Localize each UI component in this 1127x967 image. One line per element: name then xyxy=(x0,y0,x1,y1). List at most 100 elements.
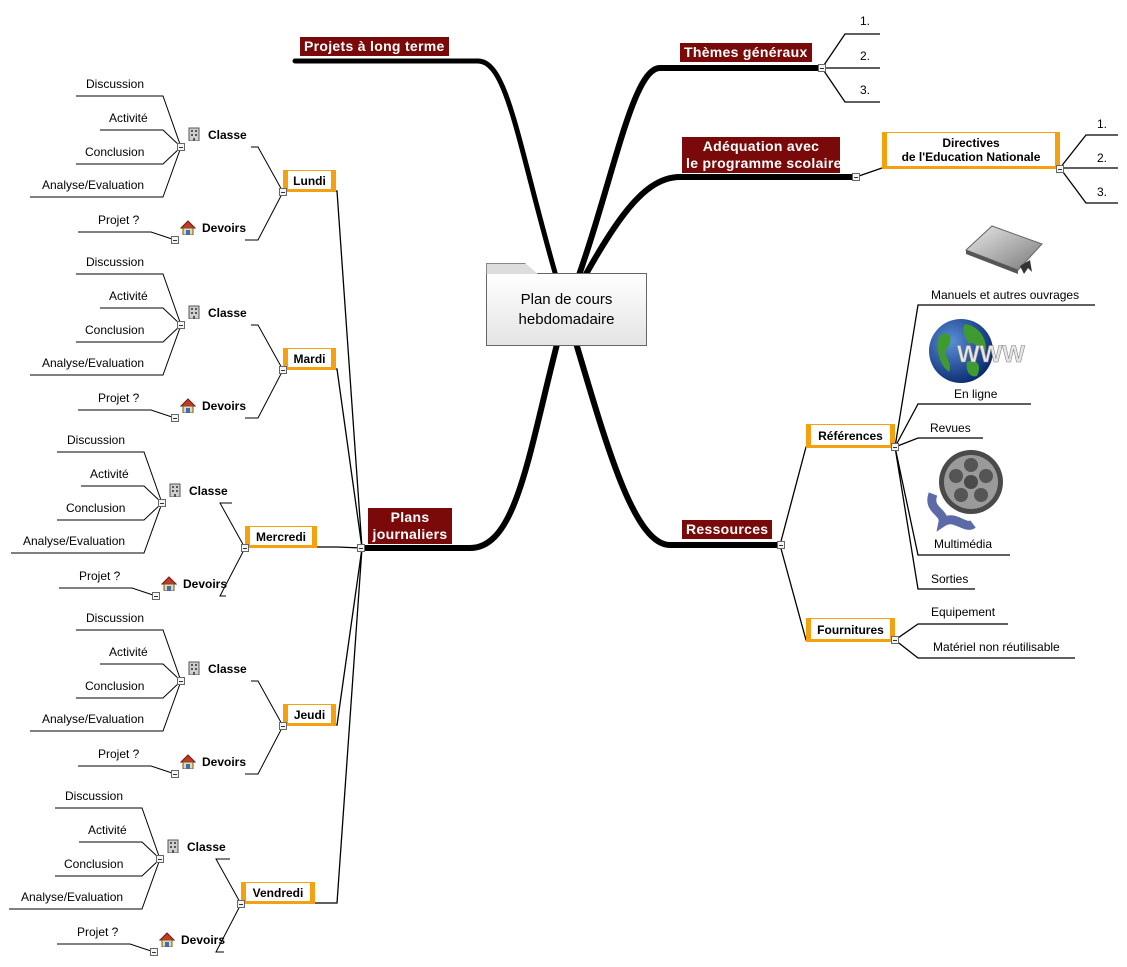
house-icon xyxy=(161,576,177,591)
house-icon xyxy=(180,754,196,769)
collapse-plans-button[interactable] xyxy=(357,544,365,552)
collapse-ressources-button[interactable] xyxy=(777,541,785,549)
classe-label-lundi[interactable]: Classe xyxy=(208,128,247,142)
classe-label-mardi[interactable]: Classe xyxy=(208,306,247,320)
classe-item-lundi-2[interactable]: Activité xyxy=(109,111,148,125)
devoirs-label-lundi[interactable]: Devoirs xyxy=(202,221,247,235)
classe-item-jeudi-4[interactable]: Analyse/Evaluation xyxy=(42,712,145,726)
classe-item-jeudi-1[interactable]: Discussion xyxy=(86,611,145,625)
directive-item-3[interactable]: 3. xyxy=(1097,185,1108,199)
ref-en-ligne[interactable]: En ligne xyxy=(954,387,998,401)
collapse-classe-lundi-button[interactable] xyxy=(177,143,185,151)
classe-item-mardi-2[interactable]: Activité xyxy=(109,289,148,303)
ref-sorties[interactable]: Sorties xyxy=(931,572,969,586)
devoirs-label-mardi[interactable]: Devoirs xyxy=(202,399,247,413)
directive-item-1[interactable]: 1. xyxy=(1097,117,1108,131)
classe-item-vendredi-4[interactable]: Analyse/Evaluation xyxy=(21,890,124,904)
classe-item-lundi-1[interactable]: Discussion xyxy=(86,77,145,91)
collapse-classe-mardi-button[interactable] xyxy=(177,321,185,329)
building-icon xyxy=(166,839,180,853)
devoirs-label-jeudi[interactable]: Devoirs xyxy=(202,755,247,769)
classe-label-vendredi[interactable]: Classe xyxy=(187,840,226,854)
day-node-mercredi[interactable]: Mercredi xyxy=(245,526,317,548)
classe-item-mercredi-1[interactable]: Discussion xyxy=(67,433,126,447)
directives-node[interactable]: Directives de l'Education Nationale xyxy=(882,132,1060,169)
classe-item-mardi-3[interactable]: Conclusion xyxy=(85,323,145,337)
devoirs-label-mercredi[interactable]: Devoirs xyxy=(183,577,228,591)
collapse-devoirs-vendredi-button[interactable] xyxy=(150,948,158,956)
building-icon xyxy=(168,483,182,497)
classe-label-jeudi[interactable]: Classe xyxy=(208,662,247,676)
devoirs-item-vendredi[interactable]: Projet ? xyxy=(77,925,119,939)
ref-revues[interactable]: Revues xyxy=(930,421,971,435)
collapse-day-mardi-button[interactable] xyxy=(279,366,287,374)
house-icon xyxy=(180,220,196,235)
classe-item-jeudi-2[interactable]: Activité xyxy=(109,645,148,659)
collapse-devoirs-mercredi-button[interactable] xyxy=(152,592,160,600)
collapse-themes-button[interactable] xyxy=(818,64,826,72)
devoirs-label-vendredi[interactable]: Devoirs xyxy=(181,933,226,947)
devoirs-item-mercredi[interactable]: Projet ? xyxy=(79,569,121,583)
collapse-devoirs-mardi-button[interactable] xyxy=(171,414,179,422)
collapse-classe-vendredi-button[interactable] xyxy=(156,855,164,863)
collapse-directives-button[interactable] xyxy=(1056,165,1064,173)
branch-adequation[interactable]: Adéquation avec le programme scolaire xyxy=(682,137,842,173)
classe-item-lundi-4[interactable]: Analyse/Evaluation xyxy=(42,178,145,192)
collapse-fournitures-button[interactable] xyxy=(891,636,899,644)
fourniture-materiel[interactable]: Matériel non réutilisable xyxy=(933,640,1060,654)
classe-item-jeudi-3[interactable]: Conclusion xyxy=(85,679,145,693)
central-topic-line2: hebdomadaire xyxy=(518,311,615,328)
ref-multimedia[interactable]: Multimédia xyxy=(934,537,993,551)
collapse-devoirs-jeudi-button[interactable] xyxy=(171,770,179,778)
collapse-day-lundi-button[interactable] xyxy=(279,188,287,196)
branch-adequation-line2: le programme scolaire xyxy=(686,155,842,171)
day-node-mardi[interactable]: Mardi xyxy=(283,348,336,370)
day-node-lundi[interactable]: Lundi xyxy=(283,170,336,192)
branch-ressources[interactable]: Ressources xyxy=(682,520,773,539)
classe-item-lundi-3[interactable]: Conclusion xyxy=(85,145,145,159)
classe-item-mardi-1[interactable]: Discussion xyxy=(86,255,145,269)
branch-plans-line2: journaliers xyxy=(372,526,448,542)
collapse-devoirs-lundi-button[interactable] xyxy=(171,236,179,244)
building-icon xyxy=(187,127,201,141)
theme-item-2[interactable]: 2. xyxy=(860,49,871,63)
day-node-jeudi[interactable]: Jeudi xyxy=(283,704,336,726)
theme-item-1[interactable]: 1. xyxy=(860,14,871,28)
collapse-classe-jeudi-button[interactable] xyxy=(177,677,185,685)
collapse-adequation-button[interactable] xyxy=(852,173,860,181)
fournitures-node[interactable]: Fournitures xyxy=(806,618,895,642)
classe-item-vendredi-3[interactable]: Conclusion xyxy=(64,857,124,871)
house-icon xyxy=(159,932,175,947)
references-node[interactable]: Références xyxy=(806,424,895,448)
collapse-references-button[interactable] xyxy=(891,443,899,451)
classe-item-vendredi-1[interactable]: Discussion xyxy=(65,789,124,803)
theme-item-3[interactable]: 3. xyxy=(860,83,871,97)
classe-item-mardi-4[interactable]: Analyse/Evaluation xyxy=(42,356,145,370)
day-node-vendredi[interactable]: Vendredi xyxy=(241,882,315,904)
fourniture-equipement[interactable]: Equipement xyxy=(931,605,996,619)
branch-plans[interactable]: Plans journaliers xyxy=(368,508,452,544)
devoirs-item-lundi[interactable]: Projet ? xyxy=(98,213,140,227)
svg-text:WWW: WWW xyxy=(957,341,1025,368)
classe-item-mercredi-2[interactable]: Activité xyxy=(90,467,129,481)
devoirs-item-mardi[interactable]: Projet ? xyxy=(98,391,140,405)
central-topic[interactable]: Plan de cours hebdomadaire xyxy=(486,273,647,346)
book-icon xyxy=(965,225,1043,274)
directive-item-2[interactable]: 2. xyxy=(1097,151,1108,165)
central-topic-line1: Plan de cours xyxy=(520,291,613,308)
collapse-day-jeudi-button[interactable] xyxy=(279,722,287,730)
branch-plans-line1: Plans xyxy=(390,509,430,525)
classe-item-vendredi-2[interactable]: Activité xyxy=(88,823,127,837)
branch-adequation-line1: Adéquation avec xyxy=(702,138,820,154)
building-icon xyxy=(187,305,201,319)
collapse-day-mercredi-button[interactable] xyxy=(241,544,249,552)
collapse-day-vendredi-button[interactable] xyxy=(237,900,245,908)
devoirs-item-jeudi[interactable]: Projet ? xyxy=(98,747,140,761)
branch-themes[interactable]: Thèmes généraux xyxy=(680,43,812,62)
classe-item-mercredi-4[interactable]: Analyse/Evaluation xyxy=(23,534,126,548)
collapse-classe-mercredi-button[interactable] xyxy=(158,499,166,507)
classe-item-mercredi-3[interactable]: Conclusion xyxy=(66,501,126,515)
ref-manuels[interactable]: Manuels et autres ouvrages xyxy=(931,288,1080,302)
branch-projets[interactable]: Projets à long terme xyxy=(300,37,449,56)
classe-label-mercredi[interactable]: Classe xyxy=(189,484,228,498)
